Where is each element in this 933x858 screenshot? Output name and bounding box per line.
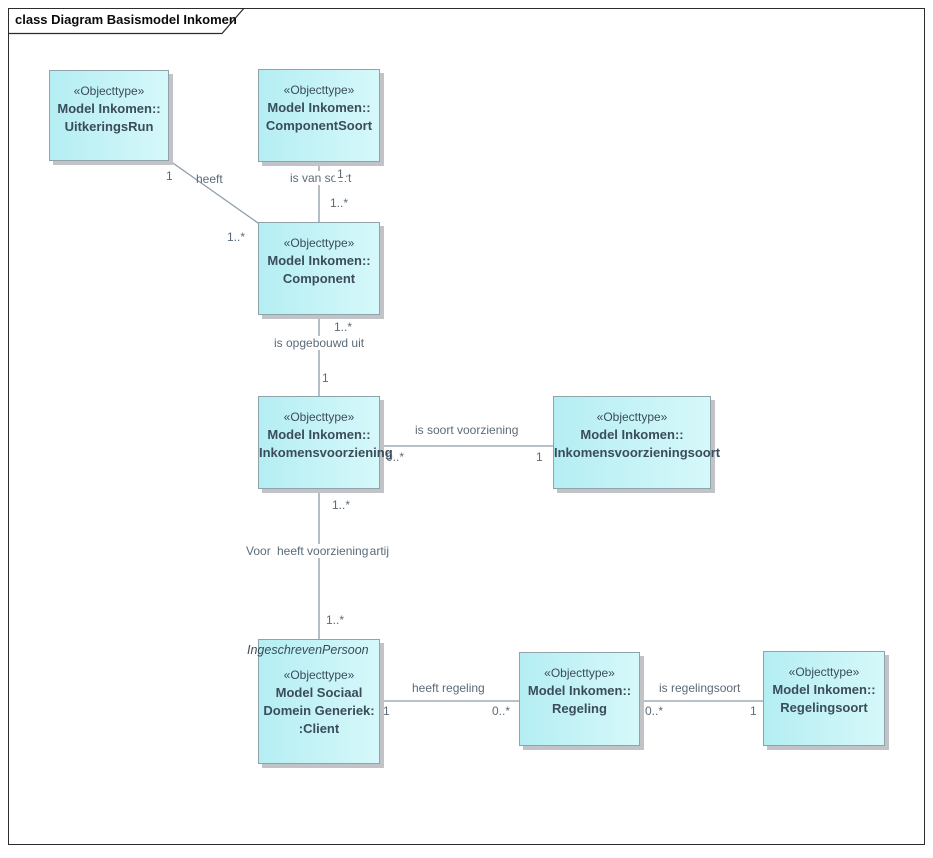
multiplicity-client-heeft-voorziening: 1..*: [326, 613, 345, 627]
class-box-inkomensvoorziening[interactable]: «Objecttype» Model Inkomen:: Inkomensvoo…: [258, 396, 393, 489]
multiplicity-regeling-heeft-regeling: 0..*: [492, 704, 511, 718]
class-name: Model Inkomen:: Inkomensvoorzieningsoort: [554, 426, 721, 462]
class-name-line: Regeling: [552, 701, 607, 716]
association-label-heeft-regeling: heeft regeling: [412, 681, 485, 695]
association-label-heeft-voorziening: heeft voorziening: [275, 544, 371, 558]
class-name: Model Inkomen:: Regelingsoort: [764, 681, 884, 717]
class-name-line: Model Inkomen::: [267, 253, 371, 268]
class-name-line: Model Inkomen::: [772, 682, 876, 697]
association-label-is-regelingsoort: is regelingsoort: [659, 681, 741, 695]
class-box-client[interactable]: IngeschrevenPersoon «Objecttype» Model S…: [247, 639, 380, 764]
class-name-line: Model Inkomen::: [580, 427, 684, 442]
class-box-regeling[interactable]: «Objecttype» Model Inkomen:: Regeling: [519, 652, 640, 746]
multiplicity-component-heeft: 1..*: [227, 230, 246, 244]
class-name-line: Model Inkomen::: [527, 683, 632, 698]
multiplicity-regeling-is-regelingsoort: 0..*: [645, 704, 664, 718]
class-name: Model Inkomen:: UitkeringsRun: [50, 100, 168, 136]
stereotype-label: «Objecttype»: [788, 665, 860, 679]
multiplicity-component-is-van-soort: 1..*: [330, 196, 349, 210]
stereotype-label: «Objecttype»: [283, 410, 355, 424]
multiplicity-regelingsoort: 1: [750, 704, 757, 718]
classifier-header-ingeschrevenpersoon: IngeschrevenPersoon: [247, 643, 369, 657]
class-box-regelingsoort[interactable]: «Objecttype» Model Inkomen:: Regelingsoo…: [763, 651, 885, 746]
class-name-line: Model Inkomen::: [267, 100, 371, 115]
class-name: Model Inkomen:: Regeling: [520, 682, 639, 718]
stereotype-label: «Objecttype»: [283, 83, 355, 97]
class-name: Model Inkomen:: ComponentSoort: [259, 99, 379, 135]
class-name-line: UitkeringsRun: [64, 119, 154, 134]
class-name-line: :Client: [298, 721, 340, 736]
class-name-line: Domein Generiek:: [263, 703, 375, 718]
class-box-componentsoort[interactable]: «Objecttype» Model Inkomen:: ComponentSo…: [258, 69, 380, 162]
diagram-title: class Diagram Basismodel Inkomen: [15, 12, 237, 27]
class-name-line: Inkomensvoorziening: [259, 445, 393, 460]
class-box-uitkeringsrun[interactable]: «Objecttype» Model Inkomen:: UitkeringsR…: [49, 70, 169, 161]
clipped-label-voor-text: Voor: [246, 544, 271, 558]
stereotype-label: «Objecttype»: [73, 84, 145, 98]
class-name-line: ComponentSoort: [265, 118, 373, 133]
class-name: Model Inkomen:: Inkomensvoorziening: [259, 426, 393, 462]
multiplicity-client-heeft-regeling: 1: [383, 704, 390, 718]
class-name-line: Model Inkomen::: [57, 101, 161, 116]
class-name-line: Model Inkomen::: [267, 427, 371, 442]
association-label-is-soort-voorziening: is soort voorziening: [415, 423, 519, 437]
multiplicity-component-opgebouwd: 1..*: [334, 320, 353, 334]
multiplicity-inkomensvoorziening-opgebouwd: 1: [322, 371, 329, 385]
class-name: Model Sociaal Domein Generiek: :Client: [259, 684, 379, 738]
class-name-line: Model Sociaal: [275, 685, 363, 700]
multiplicity-inkomensvoorziening: 0..*: [386, 450, 405, 464]
stereotype-label: «Objecttype»: [283, 668, 355, 682]
multiplicity-uitkeringsrun: 1: [166, 169, 173, 183]
stereotype-label: «Objecttype»: [283, 236, 355, 250]
class-box-inkomensvoorzieningsoort[interactable]: «Objecttype» Model Inkomen:: Inkomensvoo…: [553, 396, 721, 489]
multiplicity-inkomensvoorzieningsoort: 1: [536, 450, 543, 464]
class-name-line: Inkomensvoorzieningsoort: [554, 445, 721, 460]
multiplicity-inkomensvoorziening-heeft-voorziening: 1..*: [332, 498, 351, 512]
stereotype-label: «Objecttype»: [544, 666, 615, 680]
clipped-label-voor: Voor: [246, 544, 277, 558]
clipped-label-partij: partij: [368, 544, 402, 558]
class-name-line: Regelingsoort: [780, 700, 868, 715]
class-name-line: Component: [282, 271, 356, 286]
association-label-heeft: heeft: [196, 172, 223, 186]
assoc-line-uitkeringsrun-component[interactable]: [169, 160, 259, 224]
class-name: Model Inkomen:: Component: [259, 252, 379, 288]
association-label-is-opgebouwd-uit: is opgebouwd uit: [272, 336, 367, 350]
multiplicity-componentsoort: 1: [335, 167, 346, 181]
class-box-component[interactable]: «Objecttype» Model Inkomen:: Component: [258, 222, 380, 315]
stereotype-label: «Objecttype»: [596, 410, 668, 424]
diagram-title-tab: [8, 8, 245, 35]
clipped-label-partij-text: partij: [368, 544, 390, 558]
